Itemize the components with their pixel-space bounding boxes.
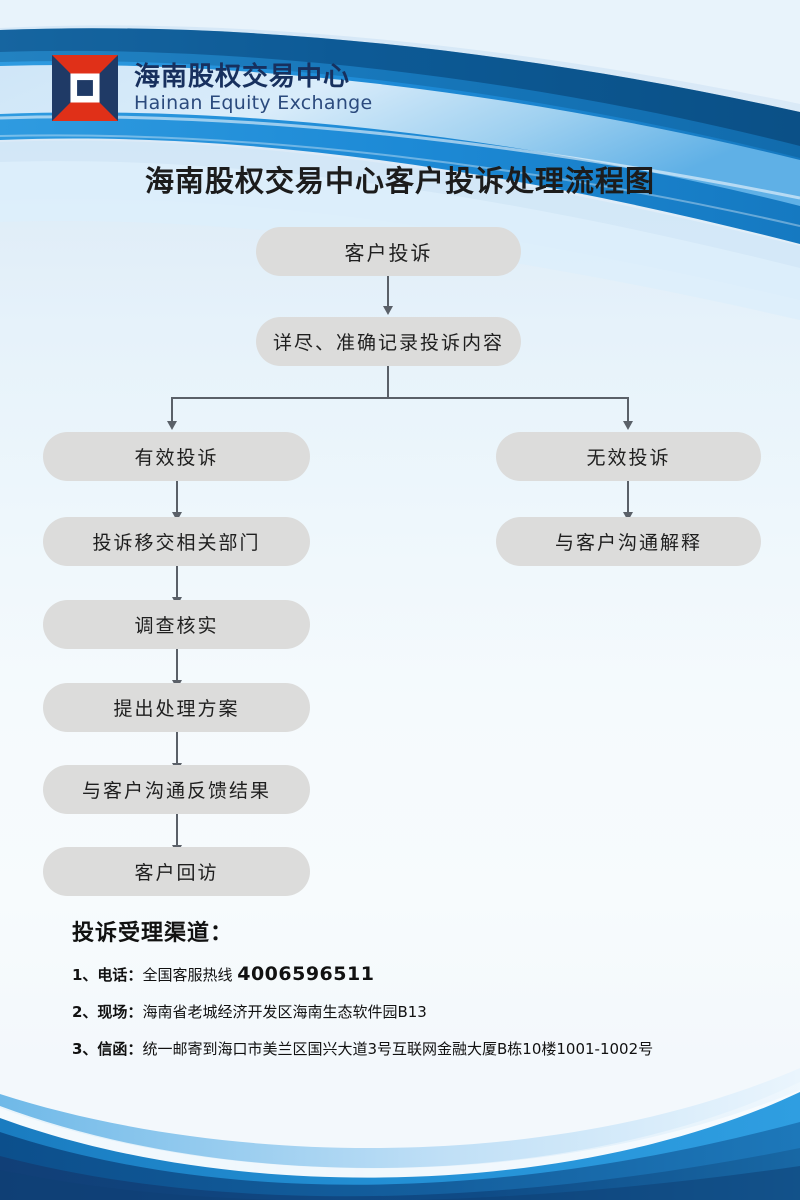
flow-node-invalid-complaint[interactable]: 无效投诉 — [496, 432, 761, 481]
brand-name-en: Hainan Equity Exchange — [134, 91, 373, 114]
flow-node-investigate-verify[interactable]: 调查核实 — [43, 600, 310, 649]
channel-phone-number: 4006596511 — [237, 963, 375, 985]
flow-arrow-to-valid — [167, 421, 177, 430]
page-title: 海南股权交易中心客户投诉处理流程图 — [144, 164, 655, 198]
complaint-channel-onsite: 2、现场：海南省老城经济开发区海南生态软件园B13 — [72, 1001, 772, 1022]
flow-edge-split-bar — [171, 397, 629, 399]
brand-logo: 海南股权交易中心 Hainan Equity Exchange — [52, 55, 373, 121]
complaint-channels-heading: 投诉受理渠道： — [72, 921, 234, 946]
complaint-channel-mail: 3、信函：统一邮寄到海口市美兰区国兴大道3号互联网金融大厦B栋10楼1001-1… — [72, 1038, 772, 1059]
hainan-equity-exchange-logo-icon — [52, 55, 118, 121]
flow-arrow-n4-n6 — [623, 512, 633, 521]
flow-edge-split-left — [171, 397, 173, 423]
flow-node-propose-solution[interactable]: 提出处理方案 — [43, 683, 310, 732]
channel-label-phone: 1、电话： — [72, 966, 143, 984]
flow-edge-n9-n10 — [176, 814, 178, 847]
flow-edge-split-right — [627, 397, 629, 423]
flow-arrow-n3-n5 — [172, 512, 182, 521]
flow-edge-n3-n5 — [176, 481, 178, 514]
flow-edge-n1-n2 — [387, 276, 389, 308]
flow-arrow-to-invalid — [623, 421, 633, 430]
flow-node-explain-to-customer[interactable]: 与客户沟通解释 — [496, 517, 761, 566]
brand-name-cn: 海南股权交易中心 — [134, 61, 351, 92]
flow-node-feedback-to-customer[interactable]: 与客户沟通反馈结果 — [43, 765, 310, 814]
flow-node-transfer-department[interactable]: 投诉移交相关部门 — [43, 517, 310, 566]
channel-label-mail: 3、信函： — [72, 1040, 143, 1058]
channel-value-mail: 统一邮寄到海口市美兰区国兴大道3号互联网金融大厦B栋10楼1001-1002号 — [142, 1040, 654, 1058]
flow-arrow-n1-n2 — [383, 306, 393, 315]
flow-edge-split-stem — [387, 366, 389, 399]
complaint-channels-section: 投诉受理渠道： 1、电话：全国客服热线 4006596511 2、现场：海南省老… — [72, 915, 772, 1075]
flow-edge-n7-n8 — [176, 649, 178, 682]
flow-node-valid-complaint[interactable]: 有效投诉 — [43, 432, 310, 481]
channel-label-onsite: 2、现场： — [72, 1003, 143, 1021]
flow-edge-n8-n9 — [176, 732, 178, 765]
complaint-channel-phone: 1、电话：全国客服热线 4006596511 — [72, 963, 772, 985]
flow-node-customer-complaint[interactable]: 客户投诉 — [256, 227, 521, 276]
flow-edge-n4-n6 — [627, 481, 629, 514]
channel-value-onsite: 海南省老城经济开发区海南生态软件园B13 — [142, 1003, 427, 1021]
flow-node-record-complaint[interactable]: 详尽、准确记录投诉内容 — [256, 317, 521, 366]
flow-edge-n5-n7 — [176, 566, 178, 599]
flow-node-customer-followup[interactable]: 客户回访 — [43, 847, 310, 896]
channel-value-phone: 全国客服热线 — [142, 966, 238, 984]
